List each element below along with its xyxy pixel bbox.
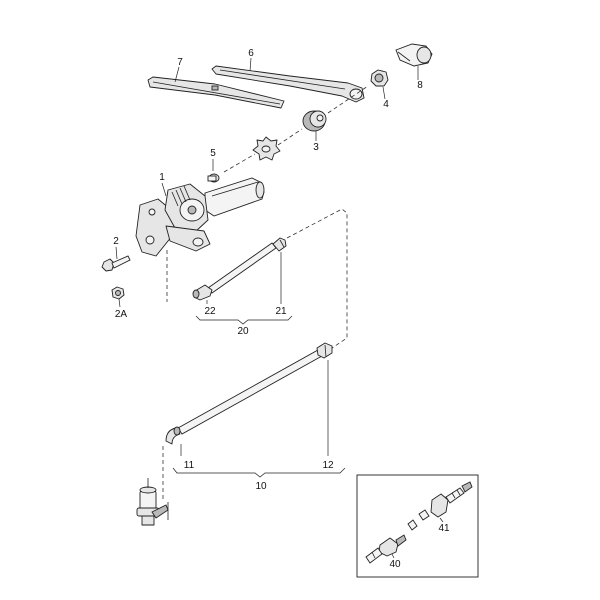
callout-11: 11: [184, 460, 195, 471]
assembly-axis-lines: [166, 85, 369, 302]
hose-assembly-20: 22 21 20: [192, 237, 293, 337]
cover-cap: 8: [395, 43, 433, 91]
callout-8: 8: [417, 80, 423, 91]
callout-4: 4: [383, 99, 389, 110]
callout-1: 1: [159, 172, 165, 183]
hose-assembly-10: 11 12 10: [165, 342, 346, 492]
callout-2a: 2A: [115, 309, 128, 320]
bolt: 2: [101, 236, 131, 272]
end-piece-22: [192, 284, 213, 301]
inset-detail: 41 40: [356, 474, 479, 578]
grommet: 3: [302, 110, 327, 153]
washer-pump: [136, 478, 169, 526]
routing-line: [162, 208, 348, 502]
callout-20: 20: [237, 326, 249, 337]
callout-21: 21: [275, 306, 287, 317]
callout-7: 7: [177, 57, 183, 68]
seal-gasket: [252, 136, 281, 161]
nozzle: 5: [207, 148, 220, 183]
callout-10: 10: [255, 481, 267, 492]
callout-2: 2: [113, 236, 119, 247]
callout-5: 5: [210, 148, 216, 159]
connector-12: [316, 342, 333, 359]
callout-22: 22: [204, 306, 216, 317]
connector-40: 40: [365, 534, 407, 570]
nut-2a: 2A: [111, 286, 128, 320]
wiper-arm: 6: [211, 48, 365, 103]
hex-nut: 4: [370, 69, 389, 110]
connector-41: 41: [407, 481, 473, 534]
callout-3: 3: [313, 142, 319, 153]
wiper-blade: 7: [147, 57, 285, 109]
elbow-11: [165, 426, 181, 445]
callout-40: 40: [389, 559, 401, 570]
callout-6: 6: [248, 48, 254, 59]
callout-41: 41: [438, 523, 450, 534]
connector-21: [272, 237, 287, 252]
callout-12: 12: [322, 460, 334, 471]
spindle-spring: [171, 185, 191, 207]
wiper-motor: 1: [135, 172, 265, 257]
